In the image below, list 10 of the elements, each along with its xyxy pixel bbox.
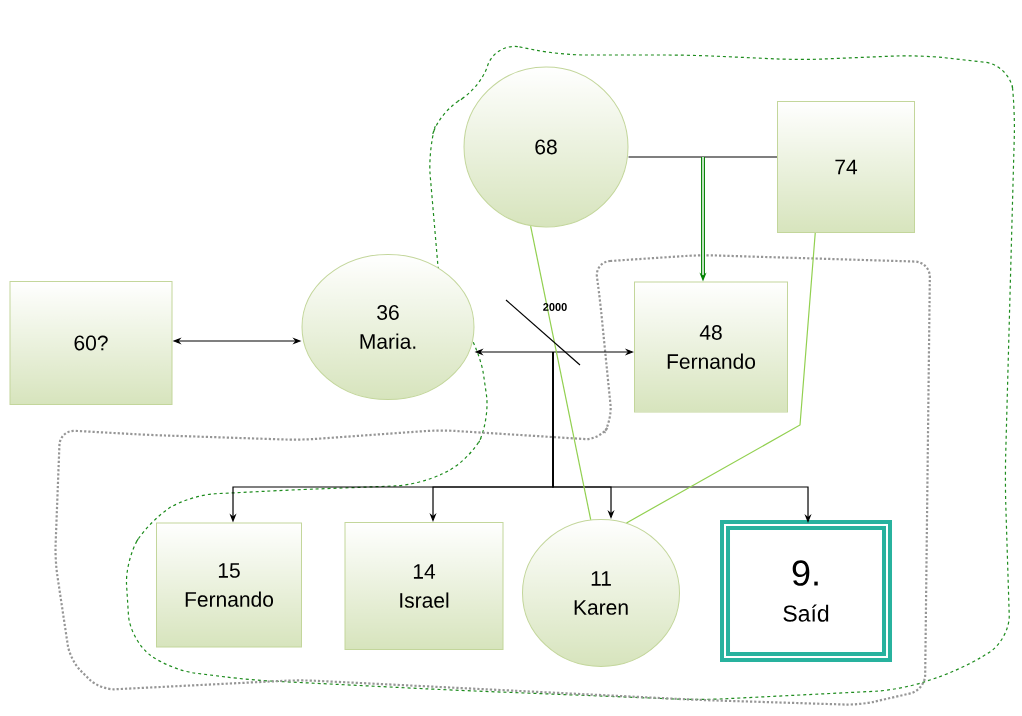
person-box: 9. Saíd (720, 520, 892, 662)
connector-line (627, 156, 778, 158)
year-label: 2000 (543, 303, 567, 311)
connector-line (530, 225, 592, 521)
person-box: 15 Fernando (156, 522, 302, 648)
person-box: 48 Fernando (634, 281, 788, 413)
connector-line (625, 232, 816, 524)
person-box: 74 (777, 101, 915, 233)
person-box: 14 Israel (344, 522, 504, 650)
person-box: 60? (9, 281, 173, 405)
